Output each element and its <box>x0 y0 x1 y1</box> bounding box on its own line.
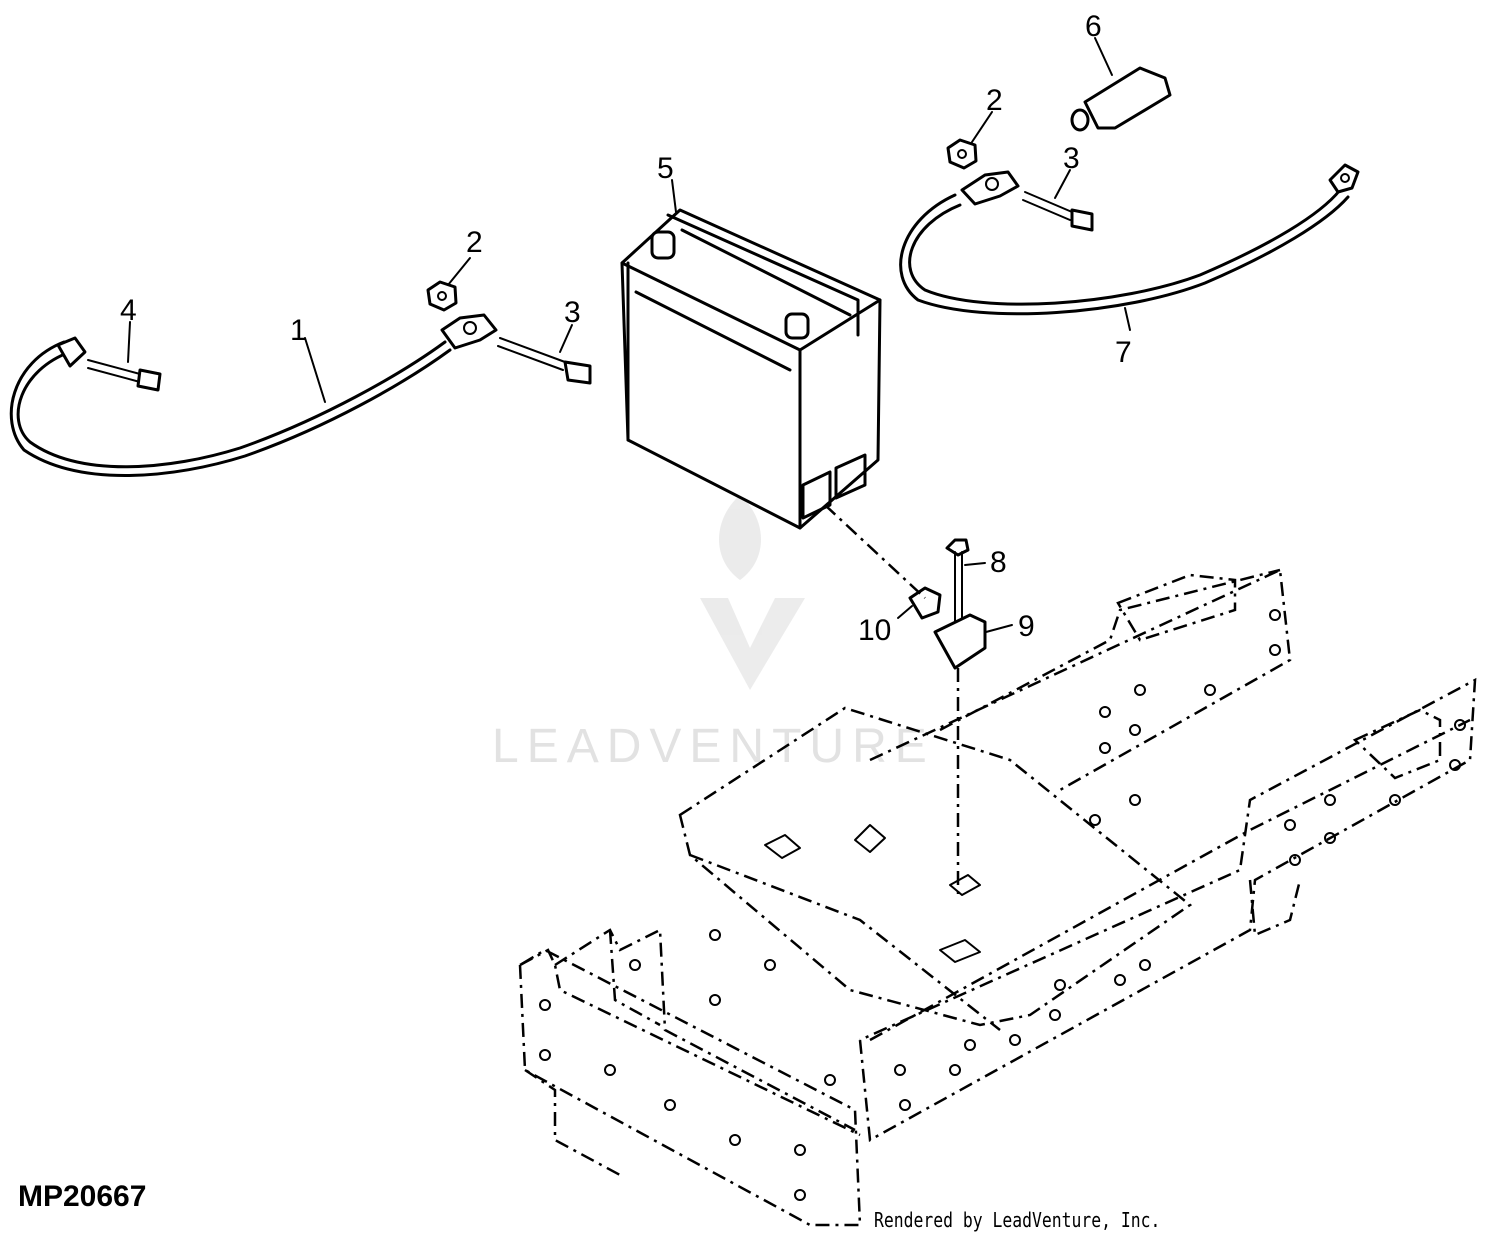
watermark-text: LEADVENTURE <box>492 720 935 773</box>
terminal-cover-6 <box>1070 66 1172 132</box>
battery <box>620 208 882 530</box>
nut-2-left <box>426 280 458 312</box>
callout-2-right: 2 <box>986 84 1003 117</box>
watermark-logo-icon <box>700 495 805 690</box>
callout-8: 8 <box>990 546 1007 579</box>
diagram-code: MP20667 <box>18 1180 147 1213</box>
callout-6: 6 <box>1085 10 1102 43</box>
bolt-3-right <box>1022 191 1094 232</box>
leader-lines <box>127 37 1131 633</box>
callout-labels: 1 2 3 4 5 6 2 3 7 8 9 10 <box>120 10 1132 647</box>
bolt-4 <box>87 359 162 392</box>
tractor-frame <box>518 568 1477 1227</box>
callout-10: 10 <box>858 614 891 647</box>
callout-9: 9 <box>1018 610 1035 643</box>
assembly-line-battery <box>824 504 926 599</box>
callout-4: 4 <box>120 294 137 327</box>
nut-2-right <box>946 138 978 170</box>
render-credit: Rendered by LeadVenture, Inc. <box>874 1208 1161 1232</box>
cable-1 <box>9 313 498 477</box>
clamp-9 <box>933 613 987 670</box>
nut-10 <box>908 586 942 620</box>
callout-2-left: 2 <box>466 226 483 259</box>
bolt-8 <box>945 538 970 631</box>
callout-5: 5 <box>657 152 674 185</box>
callout-3-left: 3 <box>564 296 581 329</box>
callout-3-right: 3 <box>1063 142 1080 175</box>
bolt-3-left <box>497 337 592 385</box>
callout-7: 7 <box>1115 336 1132 369</box>
cable-7 <box>899 163 1360 316</box>
callout-1: 1 <box>290 314 307 347</box>
